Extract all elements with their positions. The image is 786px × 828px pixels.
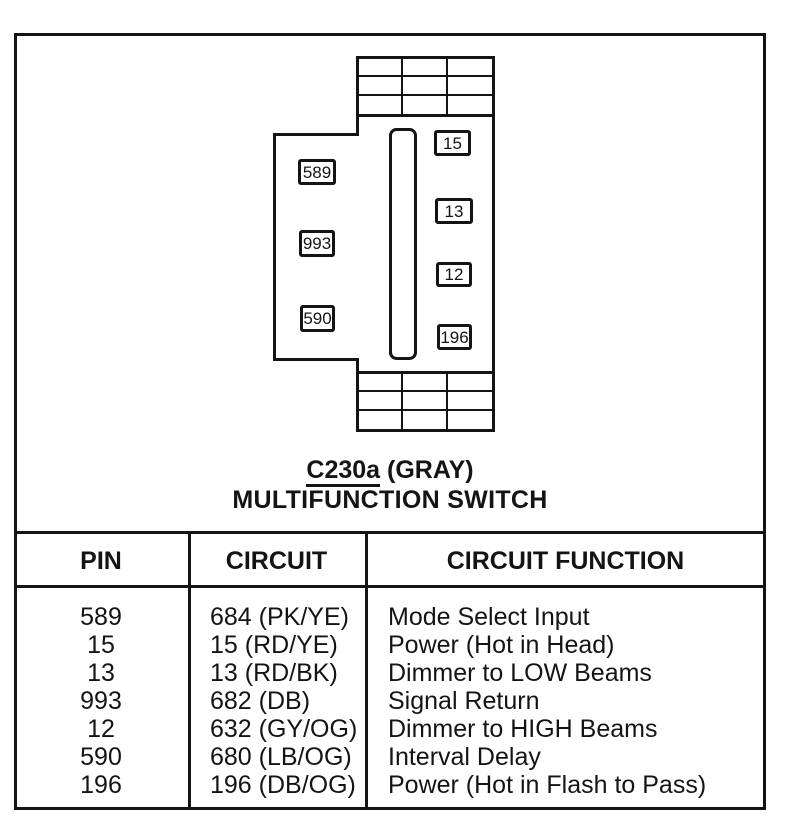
- pin-cell: 15: [87, 631, 115, 659]
- column-header-pin: PIN: [80, 547, 122, 575]
- pin-cell: 12: [87, 715, 115, 743]
- pin-cell: 589: [80, 603, 122, 631]
- pin-label: 589: [302, 162, 332, 182]
- table-header-bottom-rule: [14, 585, 766, 588]
- function-cell: Dimmer to LOW Beams: [388, 659, 652, 687]
- column-header-function: CIRCUIT FUNCTION: [446, 547, 685, 575]
- function-cell: Signal Return: [388, 687, 540, 715]
- pin-label: 12: [444, 265, 464, 284]
- pin-cell: 590: [80, 743, 122, 771]
- pin-box-13: 13: [435, 198, 473, 224]
- column-header-circuit: CIRCUIT: [225, 547, 328, 575]
- table-row: 15 15 (RD/YE) Power (Hot in Head): [14, 631, 766, 659]
- pin-box-12: 12: [436, 262, 472, 287]
- circuit-cell: 196 (DB/OG): [210, 771, 356, 799]
- page-border: [14, 33, 766, 810]
- connector-subtitle: MULTIFUNCTION SWITCH: [232, 486, 548, 514]
- pin-label: 15: [443, 133, 462, 153]
- circuit-cell: 684 (PK/YE): [210, 603, 349, 631]
- pin-label: 590: [303, 309, 332, 328]
- function-cell: Mode Select Input: [388, 603, 590, 631]
- circuit-cell: 680 (LB/OG): [210, 743, 352, 771]
- function-cell: Power (Hot in Flash to Pass): [388, 771, 707, 799]
- connector-code: C230a: [306, 456, 381, 487]
- table-row: 589 684 (PK/YE) Mode Select Input: [14, 603, 766, 631]
- table-header-top-rule: [14, 531, 766, 534]
- connector-top-cell-grid: [356, 56, 495, 117]
- pin-box-15: 15: [434, 130, 471, 156]
- connector-title: C230a (GRAY): [17, 456, 763, 487]
- circuit-cell: 13 (RD/BK): [210, 659, 338, 687]
- connector-center-slot: [389, 128, 417, 360]
- table-row: 13 13 (RD/BK) Dimmer to LOW Beams: [14, 659, 766, 687]
- pin-label: 13: [444, 201, 464, 221]
- connector-bottom-cell-grid: [356, 371, 495, 432]
- pin-box-993: 993: [299, 230, 335, 257]
- function-cell: Interval Delay: [388, 743, 541, 771]
- table-row: 12 632 (GY/OG) Dimmer to HIGH Beams: [14, 715, 766, 743]
- table-row: 196 196 (DB/OG) Power (Hot in Flash to P…: [14, 771, 766, 799]
- pin-box-590: 590: [300, 305, 335, 332]
- pin-box-196: 196: [437, 324, 472, 350]
- pin-cell: 196: [80, 771, 122, 799]
- circuit-cell: 632 (GY/OG): [210, 715, 358, 743]
- pin-box-589: 589: [298, 159, 336, 185]
- pin-cell: 993: [80, 687, 122, 715]
- function-cell: Power (Hot in Head): [388, 631, 615, 659]
- connector-color: (GRAY): [380, 456, 474, 484]
- pin-label: 196: [440, 327, 469, 347]
- table-divider-1: [188, 531, 191, 810]
- pin-cell: 13: [87, 659, 115, 687]
- circuit-cell: 15 (RD/YE): [210, 631, 338, 659]
- pinout-table-body: 589 684 (PK/YE) Mode Select Input 15 15 …: [14, 603, 766, 799]
- table-row: 993 682 (DB) Signal Return: [14, 687, 766, 715]
- pin-label: 993: [302, 234, 332, 253]
- table-divider-2: [365, 531, 368, 810]
- function-cell: Dimmer to HIGH Beams: [388, 715, 658, 743]
- connector-left-edge: [273, 115, 359, 373]
- table-row: 590 680 (LB/OG) Interval Delay: [14, 743, 766, 771]
- circuit-cell: 682 (DB): [210, 687, 311, 715]
